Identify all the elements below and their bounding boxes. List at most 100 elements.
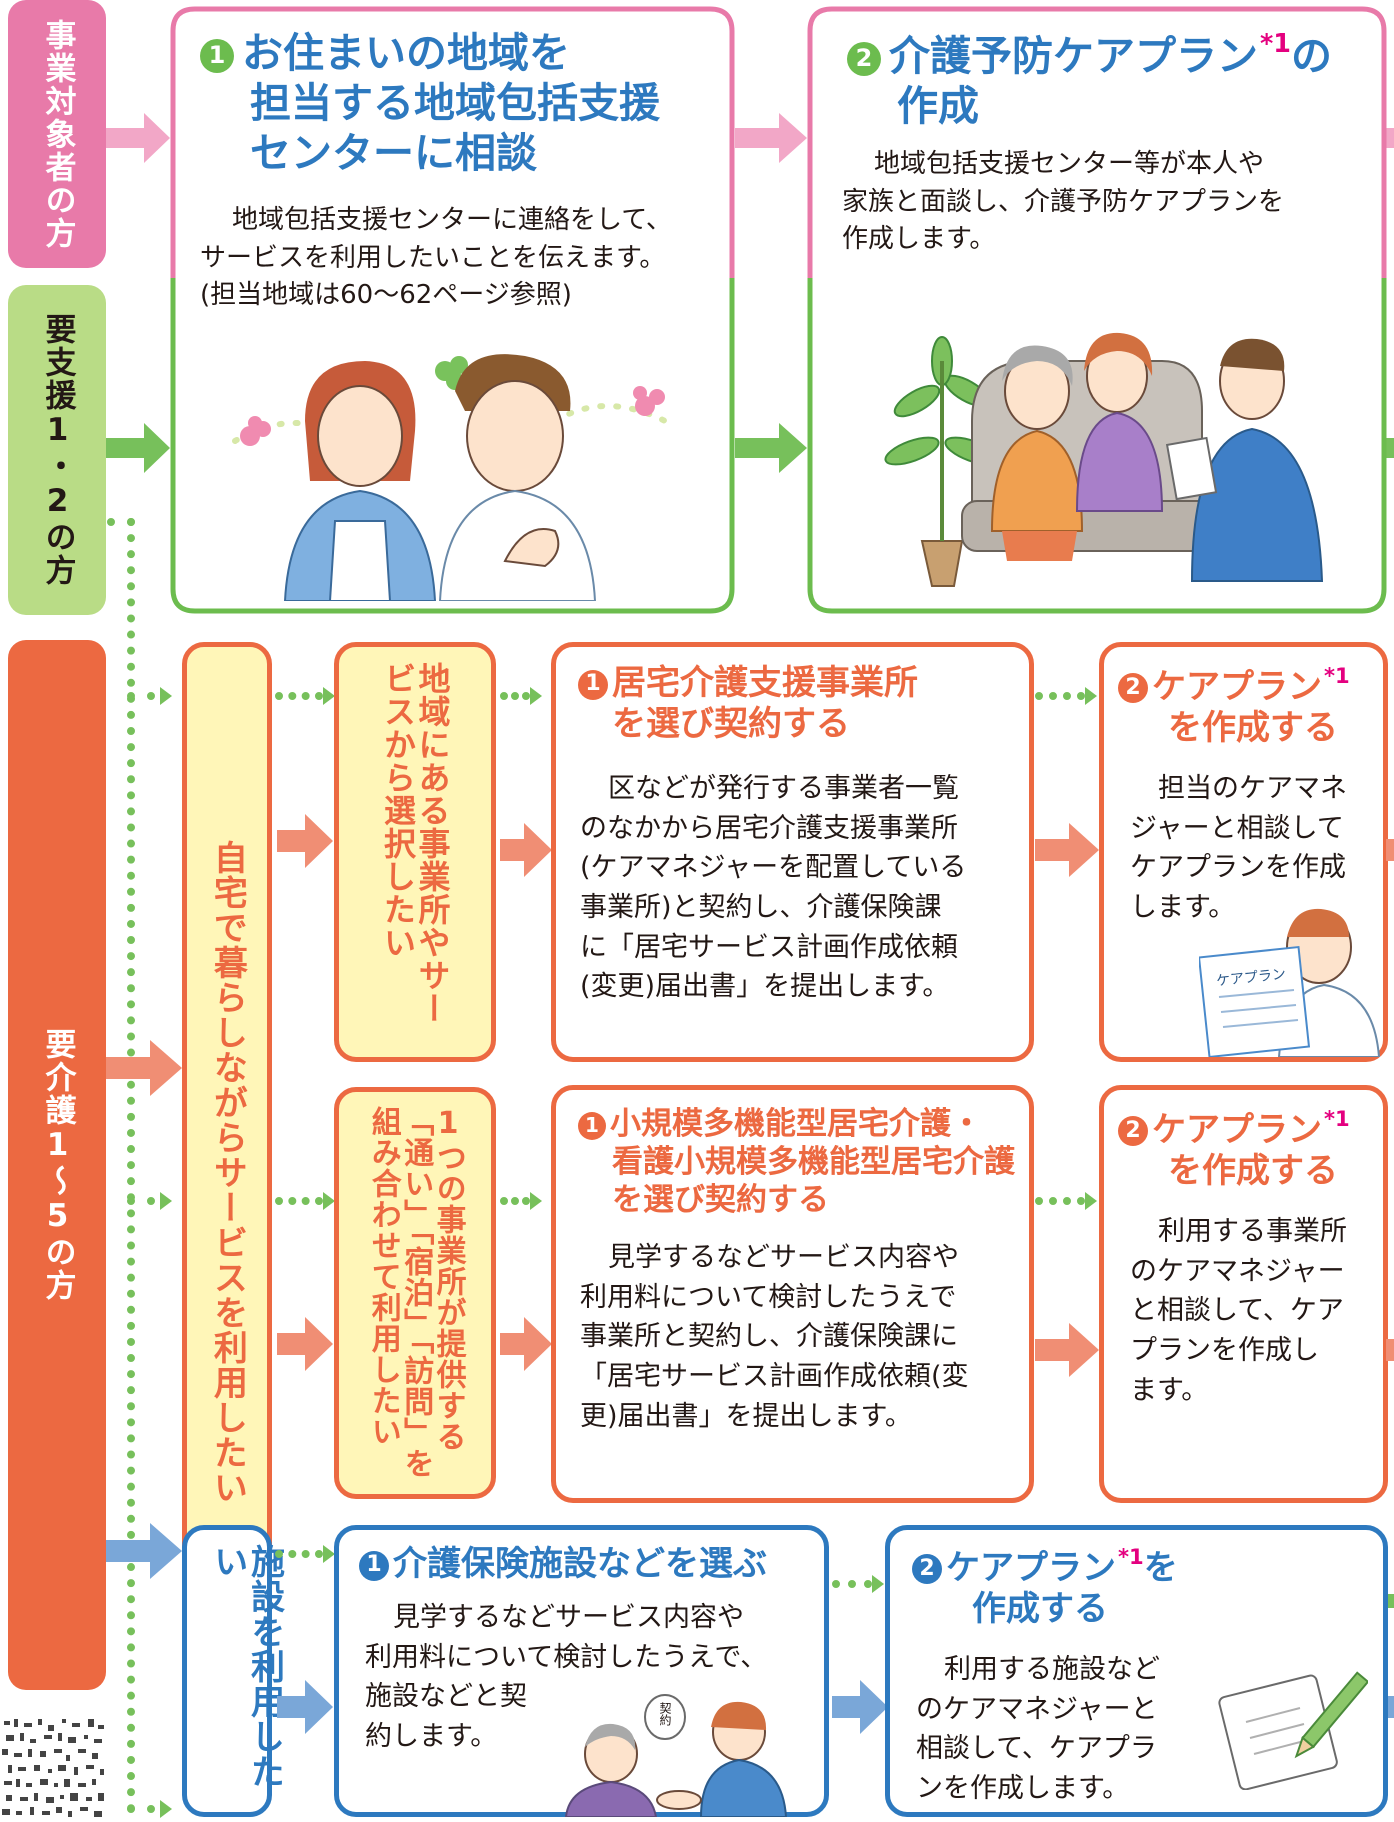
card-title-line: 居宅介護支援事業所 [612,663,918,703]
flow-arrow-orange [500,823,552,877]
step-number-badge: 2 [847,41,881,76]
body-line: 地域包括支援センターに連絡をして、 [232,205,672,235]
tab-jigyo-label: 事業対象者の方 [39,18,76,250]
dotted-connector [127,1197,155,1205]
body-line: (ケアマネジャーを配置している [580,852,967,884]
dotted-arrowhead [872,1575,884,1593]
body-line: 利用料について検討したうえで [580,1281,957,1313]
card-title-suffix: を [1143,1547,1178,1588]
body-line: 「居宅サービス計画作成依頼(変 [580,1361,969,1393]
body-line: 見学するなどサービス内容や [393,1602,744,1633]
dotted-connector [127,692,155,700]
contract-bubble-label: 契約 [658,1702,672,1726]
body-line: に「居宅サービス計画作成依頼 [580,931,958,963]
dotted-arrowhead [1085,1192,1097,1210]
card-title-line: ケアプラン [946,1547,1116,1588]
dotted-arrowhead [160,1800,172,1818]
choice-facility-label: 施設を利用したい [207,1544,285,1789]
dotted-arrowhead [530,1192,542,1210]
flow-arrow-orange [1035,1323,1099,1377]
footnote-marker: *1 [1324,1106,1350,1131]
body-line: ます。 [1130,1374,1209,1406]
careplan-sheet-illustration [1199,908,1381,1057]
contract-illustration [564,1694,788,1817]
body-line: 区などが発行する事業者一覧 [608,773,959,804]
body-line: のなかから居宅介護支援事業所 [580,812,958,844]
dotted-connector [275,1197,323,1205]
dotted-connector [500,1197,530,1205]
flow-arrow-pink-1 [106,113,170,163]
body-line: 作成します。 [842,224,996,255]
dotted-connector [1035,692,1085,700]
card-title-line: お住まいの地域を [242,29,570,77]
dotted-arrowhead [323,687,335,705]
dotted-arrowhead [160,687,172,705]
flow-arrow-pink-2 [735,113,807,163]
dotted-connector [127,1805,155,1813]
card-title-line: センターに相談 [250,129,537,178]
body-line: 地域包括支援センター等が本人や [874,149,1265,179]
step-number-badge: 1 [578,1111,606,1140]
dotted-connector [275,692,323,700]
dotted-connector [107,518,135,526]
dotted-arrowhead [530,687,542,705]
body-line: 見学するなどサービス内容や [608,1242,959,1273]
tab-yoshien-label: 要支援1・2の方 [39,313,76,587]
interview-illustration [884,332,1324,587]
qr-code-icon [0,1715,108,1822]
body-line: ケアプランを作成 [1130,852,1346,884]
card-title-line: 介護保険施設などを選ぶ [393,1544,767,1584]
body-line: サービスを利用したいことを伝えます。 [200,242,666,273]
choice-home-label: 自宅で暮らしながらサービスを利用したい [207,839,248,1505]
choice-small-multifunction: 1つの事業所が提供する「通い」「宿泊」「訪問」を組み合わせて利用したい [334,1087,496,1499]
body-line: (変更)届出書」を提出します。 [580,971,950,1003]
card-frame [170,6,735,614]
card-frame [807,6,1387,614]
body-line: 利用する事業所 [1158,1216,1347,1247]
body-line: のケアマネジャーと [916,1693,1158,1725]
step-number-badge: 1 [200,39,234,73]
body-line: プランを作成し [1130,1335,1319,1367]
card-title-line: を選び契約する [612,1181,829,1218]
flow-arrow-blue [106,1523,182,1579]
body-line: 約します。 [365,1721,498,1753]
body-line: 相談して、ケアプラ [916,1733,1157,1765]
dotted-arrowhead [1085,687,1097,705]
dotted-arrowhead [160,1192,172,1210]
card-title-line: ケアプラン [1152,666,1322,707]
choice-small-label: 1つの事業所が提供する「通い」「宿泊」「訪問」を組み合わせて利用したい [365,1105,466,1479]
card-title-line: 介護予防ケアプラン [889,31,1258,80]
card-title-line: を選び契約する [612,704,850,745]
card-title-line: 作成する [972,1589,1108,1630]
choice-local-label: 地域にある事業所やサービスから選択したい [379,662,452,1025]
flow-arrow-orange [500,1317,552,1371]
choice-local-providers: 地域にある事業所やサービスから選択したい [334,642,496,1062]
step-number-badge: 1 [578,669,608,700]
tab-jigyo-taishosha: 事業対象者の方 [8,0,106,268]
choice-facility: 施設を利用したい [182,1525,284,1817]
card-title-line: 担当する地域包括支援 [250,79,660,128]
flow-arrow-orange [1035,823,1099,877]
dotted-arrowhead [323,1545,335,1563]
card-title-line: を作成する [1168,708,1338,749]
step-number-badge: 1 [359,1550,389,1581]
body-line: 家族と面談し、介護予防ケアプランを [842,186,1285,217]
flow-arrow-blue-stub [1388,1696,1394,1718]
dotted-arrowhead [323,1192,335,1210]
staff-illustration [232,354,668,601]
flow-arrow-green-stub [1388,1594,1394,1608]
tab-yoshien: 要支援1・2の方 [8,285,106,615]
body-line: ンを作成します。 [916,1773,1130,1805]
flow-arrow-orange [277,1317,333,1371]
tab-yokaigo-label: 要介護1〜5の方 [39,1028,76,1302]
card-title-line: を作成する [1168,1151,1338,1192]
flow-arrow-blue [832,1680,888,1734]
body-line: (担当地域は60〜62ページ参照) [200,280,572,311]
body-line: 利用する施設など [944,1654,1160,1685]
